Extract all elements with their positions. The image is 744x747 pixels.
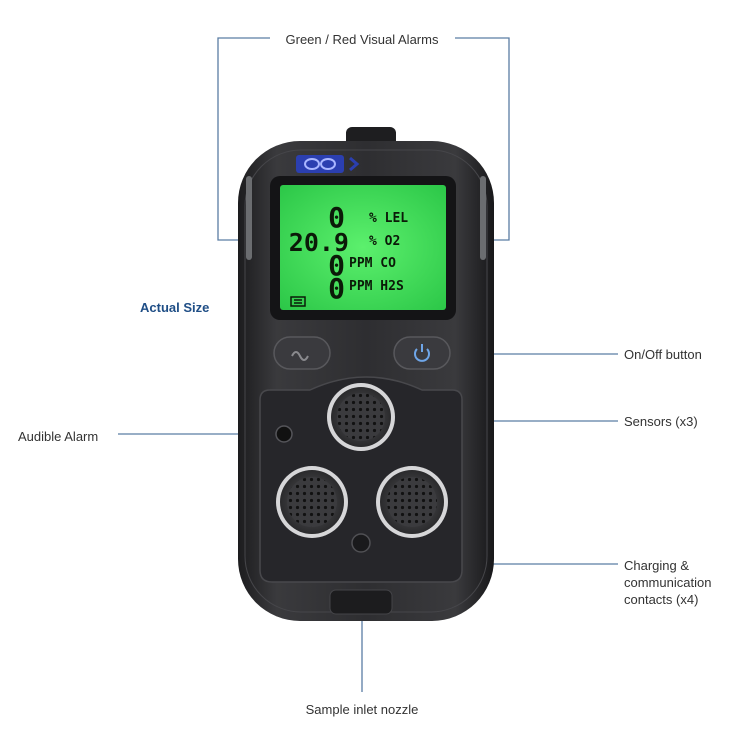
gm-logo-icon	[296, 155, 360, 173]
center-port	[351, 533, 371, 553]
lcd-row-o2-value: 20.9	[289, 228, 349, 257]
label-on-off-button: On/Off button	[624, 347, 702, 362]
label-charging-line-1: Charging &	[624, 558, 690, 573]
audible-alarm-port	[275, 425, 293, 443]
label-actual-size: Actual Size	[140, 300, 210, 315]
label-visual-alarms: Green / Red Visual Alarms	[0, 31, 724, 48]
label-sample-inlet-nozzle: Sample inlet nozzle	[305, 702, 419, 717]
power-button[interactable]	[393, 336, 451, 370]
lcd-row-lel-value: 0	[328, 201, 345, 234]
lcd-row-co-value: 0	[328, 249, 345, 282]
label-charging-line-3: contacts (x4)	[624, 592, 699, 607]
wave-button-icon	[291, 351, 309, 361]
label-charging-contacts: Charging & communication contacts (x4)	[624, 557, 734, 608]
lcd-row-o2-unit: % O2	[369, 234, 400, 249]
lcd-row-co-unit: PPM CO	[349, 256, 396, 271]
label-audible-alarm: Audible Alarm	[18, 429, 99, 444]
gas-detector-device: 0 % LEL 20.9 % O2 0 PPM CO 0 PPM H2S	[238, 127, 494, 621]
sensor-top	[327, 383, 395, 451]
label-sensors: Sensors (x3)	[624, 414, 698, 429]
lcd-row-h2s-value: 0	[328, 272, 345, 305]
power-icon	[414, 344, 430, 362]
lcd-readings: 0 % LEL 20.9 % O2 0 PPM CO 0 PPM H2S	[289, 201, 409, 305]
lcd-row-h2s-unit: PPM H2S	[349, 279, 404, 294]
battery-icon	[290, 296, 306, 307]
label-charging-line-2: communication	[624, 575, 712, 590]
sensor-right	[376, 466, 448, 538]
lcd-screen	[280, 185, 446, 310]
sensor-left	[276, 466, 348, 538]
mode-button[interactable]	[273, 336, 331, 370]
lcd-row-lel-unit: % LEL	[369, 211, 408, 226]
sample-inlet-nozzle	[329, 589, 393, 615]
